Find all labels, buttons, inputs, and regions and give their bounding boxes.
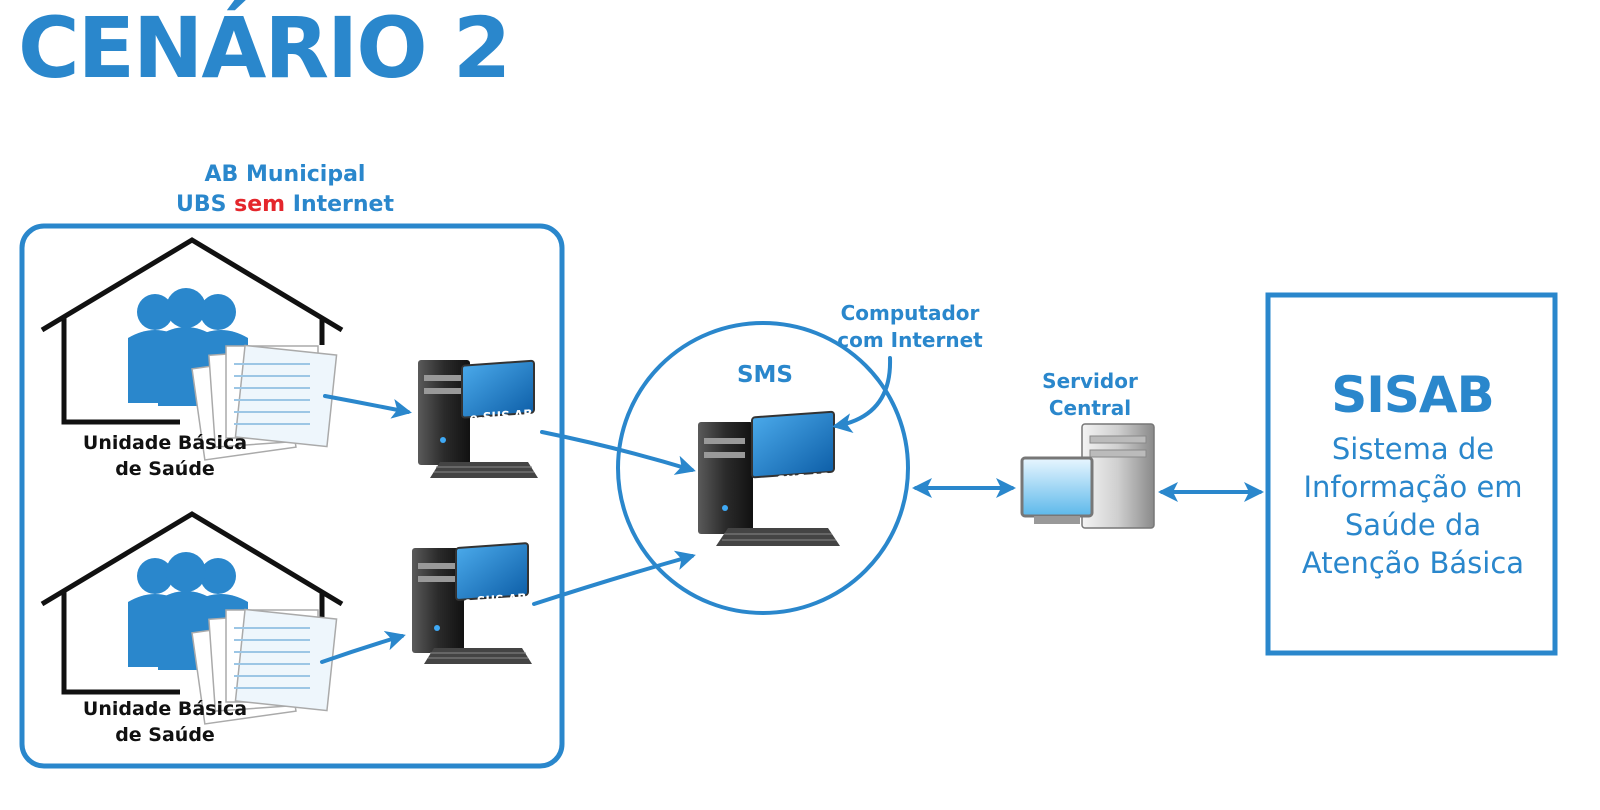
- arrow-cds2-to-gestao: [532, 550, 696, 606]
- ubs-label-2: Unidade Básica de Saúde: [82, 698, 248, 746]
- gestao-screen-label: e-SUS AB Gestão: [762, 470, 830, 505]
- ubs-house-icon-1: [40, 237, 344, 425]
- sisab-title: SISAB: [1331, 366, 1494, 424]
- central-server-icon: [1020, 423, 1155, 529]
- cds-computer-icon-1: [418, 359, 538, 478]
- ab-municipal-frame: [19, 223, 565, 769]
- sms-label: SMS: [736, 362, 794, 388]
- ubs-label-1: Unidade Básica de Saúde: [82, 432, 248, 480]
- cds-computer-icon-2: [412, 542, 532, 664]
- cds-screen-label-1: e-SUS AB CDS: [469, 406, 533, 438]
- page-title: CENÁRIO 2: [18, 0, 511, 97]
- sisab-description: Sistema de Informação em Saúde da Atençã…: [1301, 432, 1525, 580]
- sms-circle: [616, 321, 910, 615]
- ab-municipal-label: AB Municipal: [204, 162, 366, 187]
- forms-stack-icon-2: [191, 608, 338, 725]
- central-server-label: Servidor Central: [1042, 369, 1138, 420]
- ubs-house-icon-2: [40, 511, 344, 695]
- forms-stack-icon-1: [191, 344, 338, 461]
- sem-highlight: sem: [234, 192, 286, 217]
- computer-internet-label: Computador com Internet: [837, 301, 983, 352]
- arrow-cds1-to-gestao: [540, 430, 696, 475]
- ubs-sem-internet-label: UBS sem Internet: [176, 192, 394, 217]
- arrow-forms1-to-cds1: [323, 394, 412, 419]
- sisab-frame: [1265, 292, 1558, 656]
- ab-municipal-header: AB Municipal UBS sem Internet: [120, 160, 450, 220]
- gestao-computer-icon: [698, 410, 840, 546]
- arrow-internet-callout: [832, 356, 893, 434]
- cds-screen-label-2: e-SUS AB CDS: [463, 590, 527, 622]
- arrow-forms2-to-cds2: [320, 631, 406, 664]
